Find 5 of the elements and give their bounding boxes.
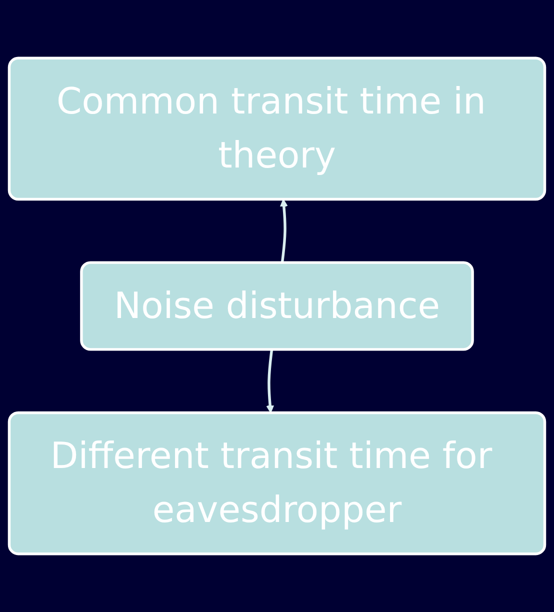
arrow — [266, 349, 274, 414]
node-box: Noise disturbance — [80, 261, 474, 351]
node-box: Different transit time for eavesdropper — [8, 411, 546, 556]
arrow — [280, 198, 288, 263]
node-box: Common transit time in theory — [8, 56, 546, 201]
